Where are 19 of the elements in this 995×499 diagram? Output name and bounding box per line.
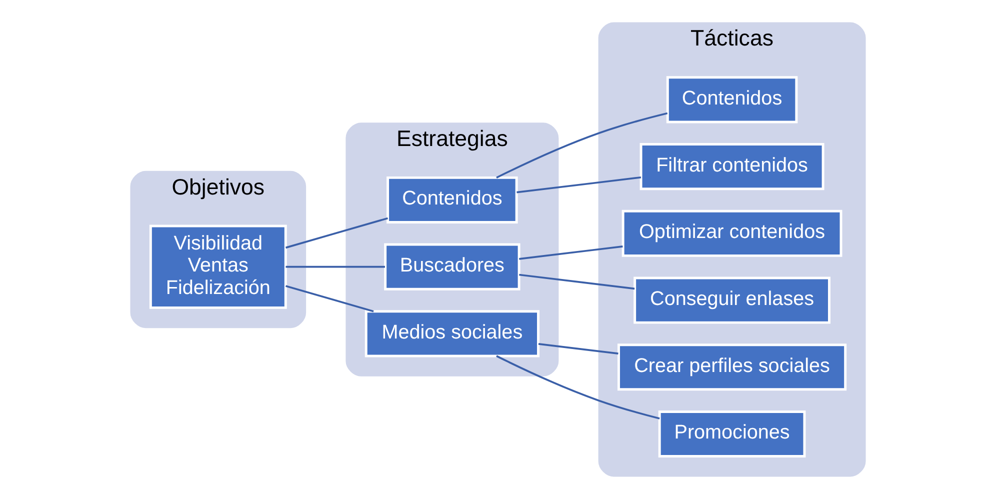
connector <box>496 112 668 178</box>
node-box: Visibilidad Ventas Fidelización <box>148 224 286 309</box>
node-box: Buscadores <box>384 243 520 290</box>
connector <box>516 176 641 194</box>
connector <box>285 285 374 312</box>
node-box: Medios sociales <box>364 310 539 358</box>
connector <box>538 343 618 354</box>
connector <box>285 266 384 268</box>
node-box: Conseguir enlases <box>633 276 830 324</box>
connector <box>518 246 622 260</box>
node-box: Contenidos <box>386 176 518 224</box>
node-box: Contenidos <box>666 76 798 124</box>
node-box: Filtrar contenidos <box>639 143 824 190</box>
connector <box>518 274 634 290</box>
node-box: Crear perfiles sociales <box>617 344 846 391</box>
connector <box>285 217 388 249</box>
connector <box>496 355 660 420</box>
node-box: Promociones <box>658 410 806 458</box>
node-box: Optimizar contenidos <box>621 210 842 257</box>
